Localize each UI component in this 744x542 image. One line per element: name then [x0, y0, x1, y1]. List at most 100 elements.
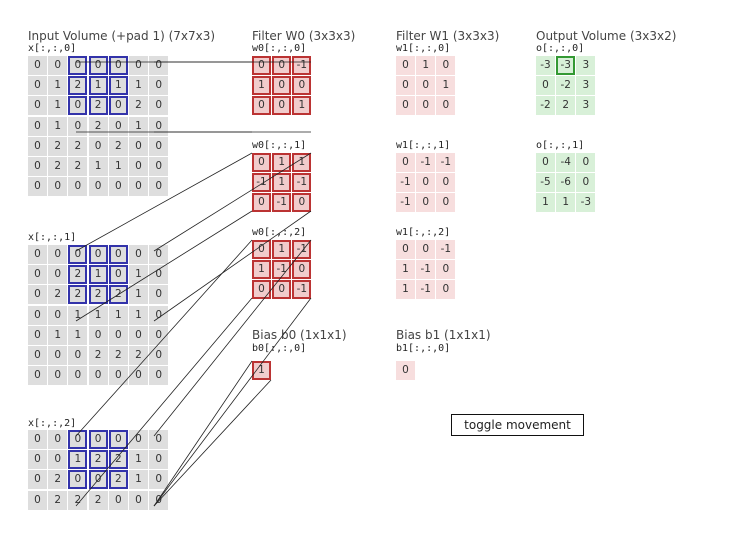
- input-slice-0-cell: 1: [48, 96, 68, 116]
- output-slice-0-cell: -3: [536, 56, 555, 75]
- input-slice-1-cell: 0: [149, 245, 169, 264]
- w0-slice-0-cell: 0: [272, 56, 292, 75]
- w0-slice-1-cell: 0: [252, 193, 271, 213]
- input-slice-2-cell: 0: [129, 490, 148, 510]
- w1-slice-0-cell: 0: [396, 96, 415, 116]
- input-slice-1-cell: 0: [88, 366, 108, 386]
- input-slice-2-cell: 0: [149, 470, 169, 490]
- input-slice-2-cell: 0: [48, 450, 68, 470]
- output-slice-1-cell: 0: [576, 153, 596, 172]
- w1-slice-0-cell: 0: [436, 96, 456, 116]
- input-slice-0-cell: 0: [108, 177, 128, 197]
- w0-slice-1-cell: -1: [292, 173, 312, 193]
- input-slice-0-cell: 1: [48, 116, 68, 136]
- w1-slice-2-cell: 1: [396, 260, 415, 280]
- input-slice-0-cell: 0: [108, 96, 128, 116]
- w1-slice-0-label: w1[:,:,0]: [396, 43, 451, 54]
- input-slice-1-cell: 0: [149, 325, 169, 345]
- w0-slice-2-cell: 1: [252, 260, 271, 280]
- input-slice-1-cell: 0: [48, 366, 68, 386]
- output-slice-0-cell: -2: [536, 96, 555, 116]
- input-slice-2-cell: 0: [149, 430, 169, 449]
- input-slice-0-cell: 1: [48, 76, 68, 96]
- output-slice-1-cell: -6: [556, 173, 576, 193]
- input-slice-1-cell: 2: [129, 346, 148, 365]
- input-slice-0-cell: 2: [48, 136, 68, 156]
- w1-slice-0-cell: 0: [416, 96, 436, 116]
- input-slice-1-cell: 0: [28, 245, 47, 264]
- input-slice-0-label: x[:,:,0]: [28, 43, 77, 54]
- input-slice-1-cell: 0: [108, 245, 128, 264]
- output-slice-0-cell: 3: [576, 56, 596, 75]
- input-slice-1-cell: 0: [108, 325, 128, 345]
- input-slice-0-cell: 1: [88, 157, 108, 176]
- input-slice-1-cell: 1: [129, 285, 148, 305]
- input-slice-2-cell: 2: [108, 470, 128, 490]
- input-slice-0-cell: 0: [28, 116, 47, 136]
- input-slice-2-cell: 1: [129, 470, 148, 490]
- input-slice-1-cell: 2: [88, 346, 108, 365]
- output-slice-1-cell: 1: [536, 193, 555, 213]
- input-slice-1-cell: 0: [28, 366, 47, 386]
- input-slice-1-cell: 1: [108, 305, 128, 325]
- input-slice-0-cell: 1: [108, 76, 128, 96]
- input-slice-2-cell: 0: [28, 430, 47, 449]
- input-slice-0-cell: 2: [88, 96, 108, 116]
- input-slice-1-cell: 0: [28, 285, 47, 305]
- w1-slice-1-cell: 0: [436, 173, 456, 193]
- input-slice-0-cell: 0: [88, 136, 108, 156]
- input-slice-0-cell: 0: [28, 136, 47, 156]
- w0-slice-1-cell: 0: [252, 153, 271, 172]
- input-slice-1-cell: 0: [149, 346, 169, 365]
- input-slice-2-cell: 1: [68, 450, 88, 470]
- w0-slice-1-cell: -1: [252, 173, 271, 193]
- w1-slice-2-label: w1[:,:,2]: [396, 227, 451, 238]
- w1-slice-1-cell: -1: [416, 153, 436, 172]
- input-slice-2-cell: 0: [108, 490, 128, 510]
- w0-slice-2-cell: -1: [292, 280, 312, 300]
- input-slice-0-cell: 0: [28, 96, 47, 116]
- input-slice-0-cell: 0: [68, 96, 88, 116]
- input-slice-2-cell: 0: [149, 490, 169, 510]
- output-slice-0-cell: 3: [576, 76, 596, 96]
- input-slice-0-cell: 0: [68, 116, 88, 136]
- input-slice-2-cell: 0: [28, 490, 47, 510]
- input-slice-2-cell: 0: [48, 430, 68, 449]
- w1-slice-0-cell: 1: [416, 56, 436, 75]
- w0-slice-0-cell: 0: [272, 76, 292, 96]
- output-slice-0-cell: 2: [556, 96, 576, 116]
- input-slice-0-cell: 0: [129, 136, 148, 156]
- input-slice-2-cell: 0: [88, 470, 108, 490]
- w1-slice-2-cell: 0: [396, 240, 415, 259]
- input-slice-1-cell: 0: [149, 265, 169, 285]
- input-slice-0-cell: 2: [88, 116, 108, 136]
- input-slice-1-cell: 1: [129, 265, 148, 285]
- input-slice-0-cell: 0: [149, 116, 169, 136]
- w0-slice-0-label: w0[:,:,0]: [252, 43, 307, 54]
- w0-slice-2-cell: -1: [272, 260, 292, 280]
- input-slice-0-cell: 2: [48, 157, 68, 176]
- input-slice-1-cell: 2: [68, 265, 88, 285]
- input-slice-1-cell: 0: [149, 305, 169, 325]
- input-slice-1-cell: 0: [28, 305, 47, 325]
- input-slice-0-cell: 0: [48, 56, 68, 75]
- input-slice-0-cell: 2: [68, 136, 88, 156]
- input-slice-0-cell: 0: [149, 96, 169, 116]
- w1-slice-2-cell: -1: [416, 260, 436, 280]
- input-slice-2-cell: 0: [68, 430, 88, 449]
- input-slice-2-cell: 0: [28, 450, 47, 470]
- w0-slice-0-cell: 0: [252, 96, 271, 116]
- w1-slice-0-cell: 0: [436, 56, 456, 75]
- input-slice-0-cell: 0: [28, 56, 47, 75]
- toggle-movement-button[interactable]: toggle movement: [451, 414, 584, 436]
- input-slice-2-cell: 1: [129, 450, 148, 470]
- w1-slice-1-cell: 0: [436, 193, 456, 213]
- w0-slice-2-cell: 0: [252, 240, 271, 259]
- w1-slice-0-cell: 1: [436, 76, 456, 96]
- input-slice-0-cell: 0: [149, 177, 169, 197]
- input-slice-2-cell: 2: [88, 490, 108, 510]
- input-slice-2-cell: 0: [28, 470, 47, 490]
- output-slice-1-cell: 0: [536, 153, 555, 172]
- w0-slice-0-cell: 0: [252, 56, 271, 75]
- input-slice-1-cell: 2: [48, 285, 68, 305]
